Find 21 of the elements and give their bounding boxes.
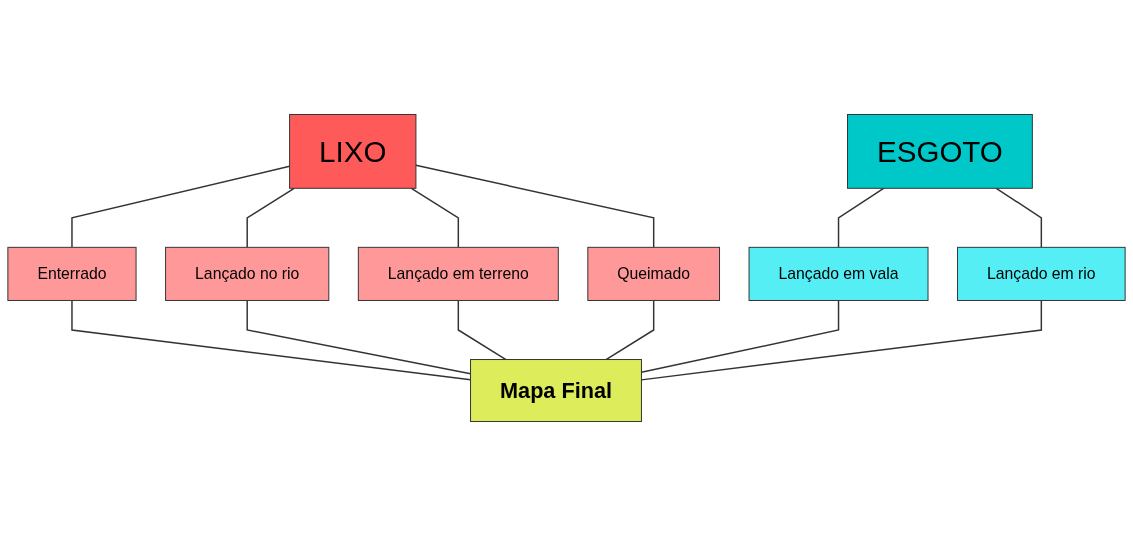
connector bbox=[71, 165, 291, 249]
node-box: Lançado em rio bbox=[957, 246, 1126, 301]
node-box: Enterrado bbox=[7, 246, 137, 301]
connector bbox=[415, 164, 655, 249]
node-box: Lançado em vala bbox=[748, 246, 929, 301]
connector bbox=[246, 187, 295, 249]
connector bbox=[640, 299, 840, 373]
node-box: Lançado no rio bbox=[165, 246, 330, 301]
node-box: Queimado bbox=[587, 246, 720, 301]
connector bbox=[71, 299, 472, 381]
node-box: Mapa Final bbox=[470, 359, 642, 422]
node-box: Lançado em terreno bbox=[357, 246, 559, 301]
connector bbox=[246, 299, 472, 375]
connector bbox=[995, 187, 1043, 249]
node-box: ESGOTO bbox=[847, 114, 1033, 189]
connector bbox=[410, 187, 460, 249]
connector bbox=[605, 299, 655, 361]
connector bbox=[457, 299, 507, 361]
connector bbox=[837, 187, 885, 249]
node-box: LIXO bbox=[289, 114, 417, 189]
connector bbox=[640, 299, 1043, 381]
